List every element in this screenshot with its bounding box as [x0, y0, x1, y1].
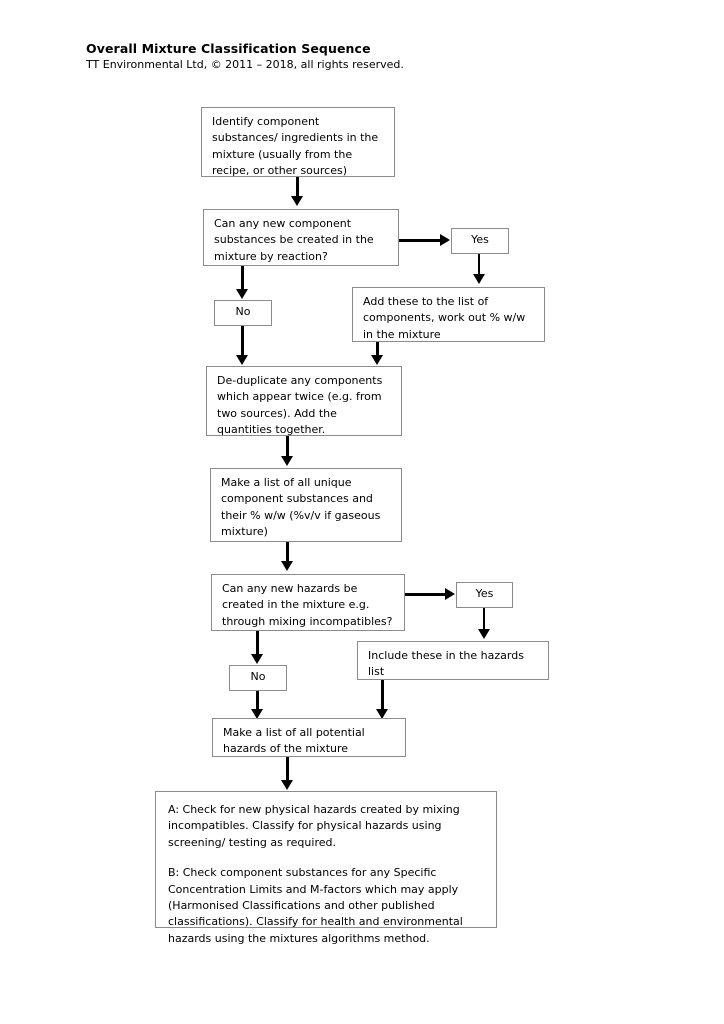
node-final-checks-a-label: A: Check for new physical hazards create… — [168, 803, 460, 849]
connector-question-to-yes — [399, 239, 441, 242]
connector-no-to-dedup — [241, 326, 244, 356]
node-new-hazards-question[interactable]: Can any new hazards be created in the mi… — [211, 574, 405, 631]
node-final-checks[interactable]: A: Check for new physical hazards create… — [155, 791, 497, 945]
node-make-unique-list-label: Make a list of all unique component subs… — [221, 476, 381, 539]
arrowhead-question-to-yes — [440, 234, 450, 246]
node-include-in-hazards-list-label: Include these in the hazards list — [368, 649, 524, 679]
node-new-hazards-yes[interactable]: Yes — [456, 582, 513, 608]
node-potential-hazards-list[interactable]: Make a list of all potential hazards of … — [212, 718, 406, 757]
connector-unique-list-to-hazards-question — [286, 542, 289, 564]
node-de-duplicate[interactable]: De-duplicate any components which appear… — [206, 366, 402, 436]
arrowhead-hazards-question-to-no — [251, 654, 263, 664]
arrowhead-add-list-to-dedup — [371, 355, 383, 365]
arrowhead-hazards-yes-to-include — [478, 629, 490, 639]
document-header: Overall Mixture Classification Sequence … — [86, 41, 646, 72]
node-new-hazards-no[interactable]: No — [229, 665, 287, 691]
arrowhead-no-to-dedup — [236, 355, 248, 365]
connector-hazards-question-to-no — [256, 631, 259, 655]
node-new-substances-question-label: Can any new component substances be crea… — [214, 217, 374, 263]
node-include-in-hazards-list[interactable]: Include these in the hazards list — [357, 641, 549, 680]
connector-hazards-yes-to-include — [483, 608, 485, 630]
arrowhead-unique-list-to-hazards-question — [281, 561, 293, 571]
node-make-unique-list[interactable]: Make a list of all unique component subs… — [210, 468, 402, 542]
node-identify-components[interactable]: Identify component substances/ ingredien… — [201, 107, 395, 177]
arrowhead-question-to-no — [236, 289, 248, 299]
node-new-substances-no[interactable]: No — [214, 300, 272, 326]
arrowhead-identify-to-question — [291, 196, 303, 206]
node-identify-components-label: Identify component substances/ ingredien… — [212, 115, 379, 178]
node-de-duplicate-label: De-duplicate any components which appear… — [217, 374, 383, 437]
connector-hazards-question-to-yes — [405, 593, 446, 596]
node-new-hazards-no-label: No — [250, 670, 266, 683]
arrowhead-dedup-to-unique-list — [281, 456, 293, 466]
node-final-checks-b-label: B: Check component substances for any Sp… — [168, 866, 463, 945]
connector-dedup-to-unique-list — [286, 436, 289, 458]
node-new-hazards-yes-label: Yes — [475, 587, 494, 600]
connector-potential-to-final — [286, 757, 289, 781]
node-add-to-list[interactable]: Add these to the list of components, wor… — [352, 287, 545, 342]
node-add-to-list-label: Add these to the list of components, wor… — [363, 295, 526, 341]
page-copyright: TT Environmental Ltd, © 2011 – 2018, all… — [86, 58, 404, 71]
arrowhead-yes-to-add-list — [473, 274, 485, 284]
node-new-substances-question[interactable]: Can any new component substances be crea… — [203, 209, 399, 266]
arrowhead-hazards-question-to-yes — [445, 588, 455, 600]
connector-identify-to-question — [296, 177, 299, 199]
connector-add-list-to-dedup — [376, 342, 379, 356]
arrowhead-potential-to-final — [281, 780, 293, 790]
node-potential-hazards-list-label: Make a list of all potential hazards of … — [223, 726, 365, 756]
connector-hazards-no-to-potential — [256, 691, 259, 712]
arrowhead-include-to-potential — [376, 709, 388, 719]
arrowhead-hazards-no-to-potential — [251, 709, 263, 719]
node-new-substances-yes[interactable]: Yes — [451, 228, 509, 254]
connector-include-to-potential — [381, 680, 384, 712]
node-new-hazards-question-label: Can any new hazards be created in the mi… — [222, 582, 393, 628]
node-new-substances-yes-label: Yes — [471, 233, 489, 246]
page-title: Overall Mixture Classification Sequence — [86, 41, 371, 56]
node-new-substances-no-label: No — [235, 305, 251, 318]
connector-question-to-no — [241, 266, 244, 290]
connector-yes-to-add-list — [478, 254, 480, 276]
